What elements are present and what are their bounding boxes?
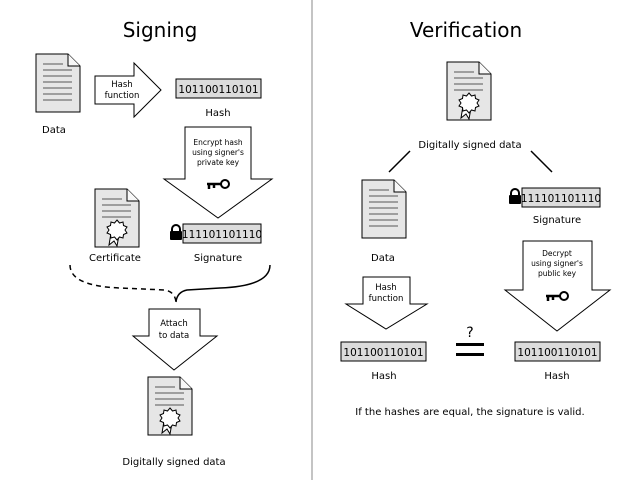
verification-lock-icon bbox=[508, 188, 522, 205]
verification-hash-right-label: Hash bbox=[544, 371, 569, 382]
encrypt-label-line1: Encrypt hash bbox=[193, 138, 242, 147]
question-mark: ? bbox=[466, 325, 473, 341]
encrypt-label-line3: private key bbox=[197, 158, 240, 167]
verification-hash-left-label: Hash bbox=[371, 371, 396, 382]
verification-hash-right-box: 101100110101 bbox=[514, 341, 601, 362]
signing-hash-value: 101100110101 bbox=[178, 84, 258, 96]
verification-hash-function-arrow: Hash function bbox=[344, 276, 429, 330]
signing-signature-box: 111101101110 bbox=[169, 223, 262, 244]
verification-hash-left-box: 101100110101 bbox=[340, 341, 427, 362]
verification-note: If the hashes are equal, the signature i… bbox=[355, 407, 584, 418]
verification-title: Verification bbox=[410, 18, 522, 42]
verification-signature-label: Signature bbox=[533, 215, 581, 226]
verification-hash-function-line2: function bbox=[369, 294, 404, 304]
attach-arrow: Attach to data bbox=[131, 308, 219, 371]
verification-signature-box: 111101101110 bbox=[508, 187, 601, 208]
verification-data-label: Data bbox=[371, 253, 395, 264]
certificate-icon bbox=[94, 188, 140, 248]
hash-function-label-line2: function bbox=[105, 91, 140, 101]
signing-hash-box: 101100110101 bbox=[175, 78, 262, 99]
split-line-left bbox=[388, 150, 411, 173]
signing-data-document-icon bbox=[35, 53, 81, 113]
decrypt-label-line3: public key bbox=[538, 269, 577, 278]
decrypt-label-line1: Decrypt bbox=[542, 249, 572, 258]
certificate-label: Certificate bbox=[89, 253, 141, 264]
verification-hash-function-line1: Hash bbox=[375, 283, 396, 293]
signing-signed-data-label: Digitally signed data bbox=[122, 457, 225, 468]
verification-signed-data-label: Digitally signed data bbox=[418, 140, 521, 151]
hash-function-label-line1: Hash bbox=[111, 80, 132, 90]
signing-signed-document-icon bbox=[147, 376, 193, 436]
verification-hash-right-value: 101100110101 bbox=[517, 347, 597, 359]
combine-brace bbox=[69, 264, 271, 303]
attach-label-line2: to data bbox=[159, 331, 189, 341]
attach-label-line1: Attach bbox=[160, 319, 188, 329]
verification-data-document-icon bbox=[361, 179, 407, 239]
signing-signature-value: 111101101110 bbox=[182, 229, 262, 241]
verification-signed-document-icon bbox=[446, 61, 492, 121]
signing-title: Signing bbox=[123, 18, 198, 42]
signing-hash-label: Hash bbox=[205, 108, 230, 119]
decrypt-arrow: Decrypt using signer's public key bbox=[503, 240, 612, 332]
signing-data-label: Data bbox=[42, 125, 66, 136]
signing-signature-label: Signature bbox=[194, 253, 242, 264]
verification-hash-left-value: 101100110101 bbox=[343, 347, 423, 359]
verification-signature-value: 111101101110 bbox=[521, 193, 601, 205]
split-line-right bbox=[530, 150, 553, 173]
decrypt-label-line2: using signer's bbox=[531, 259, 583, 268]
signing-lock-icon bbox=[169, 224, 183, 241]
hash-function-arrow: Hash function bbox=[94, 61, 162, 119]
encrypt-label-line2: using signer's bbox=[192, 148, 244, 157]
encrypt-arrow: Encrypt hash using signer's private key bbox=[162, 126, 274, 219]
equals-sign bbox=[456, 343, 484, 356]
